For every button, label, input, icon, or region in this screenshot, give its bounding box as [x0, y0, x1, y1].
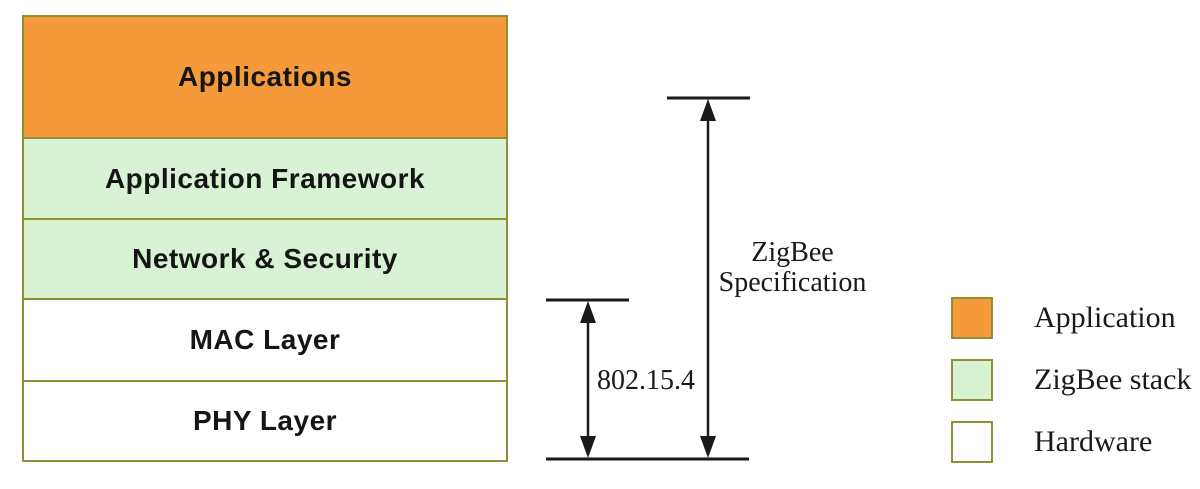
- zigbee-specification-label-line1: ZigBee: [751, 237, 834, 268]
- legend-item-hardware: Hardware: [951, 421, 1191, 463]
- layer-application-framework: Application Framework: [24, 137, 506, 218]
- legend-item-zigbee-stack: ZigBee stack: [951, 359, 1191, 401]
- layer-application-framework-label: Application Framework: [104, 162, 426, 194]
- application-color-swatch: [951, 297, 993, 339]
- layer-phy-label: PHY Layer: [192, 405, 338, 436]
- legend-label-zigbee-stack: ZigBee stack: [1034, 363, 1192, 396]
- legend-label-hardware: Hardware: [1034, 425, 1153, 458]
- layer-network-security-label: Network & Security: [132, 243, 398, 274]
- zigbee-spec-arrowhead-down: [700, 436, 716, 458]
- ieee-802-15-4-label: 802.15.4: [597, 365, 695, 396]
- layer-applications-label: Applications: [177, 61, 352, 92]
- layer-mac: MAC Layer: [24, 298, 506, 380]
- zigbee-spec-arrowhead-up: [700, 99, 716, 121]
- zigbee-stack-color-swatch: [951, 359, 993, 401]
- protocol-stack: Applications Application Framework Netwo…: [22, 15, 508, 462]
- ieee-arrowhead-up: [580, 301, 596, 323]
- ieee-arrowhead-down: [580, 436, 596, 458]
- hardware-color-swatch: [951, 421, 993, 463]
- layer-mac-label: MAC Layer: [189, 324, 341, 355]
- layer-phy: PHY Layer: [24, 380, 506, 460]
- legend-item-application: Application: [951, 297, 1191, 339]
- zigbee-specification-label-line2: Specification: [718, 267, 867, 298]
- layer-network-security: Network & Security: [24, 218, 506, 298]
- layer-applications: Applications: [24, 17, 506, 137]
- legend: Application ZigBee stack Hardware: [951, 297, 1191, 483]
- legend-label-application: Application: [1034, 301, 1176, 334]
- zigbee-specification-label: ZigBee Specification: [695, 238, 890, 298]
